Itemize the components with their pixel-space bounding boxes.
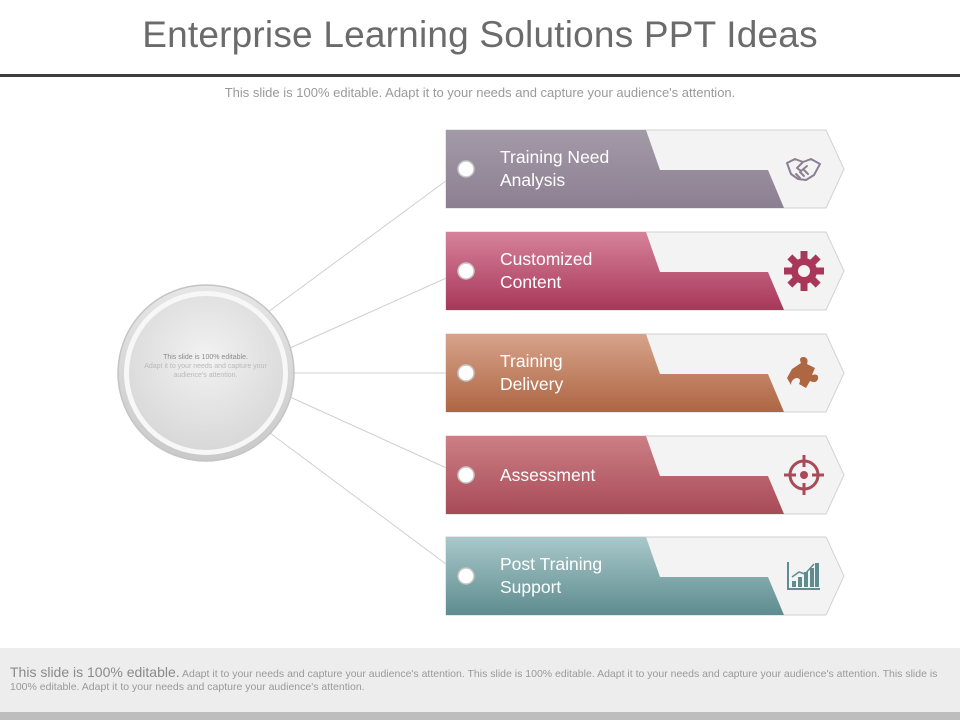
stage-4 <box>445 435 845 515</box>
stage-label-line: Post Training <box>500 554 603 574</box>
stage-1 <box>445 129 845 209</box>
connector-line <box>289 270 463 349</box>
stage-label-line: Delivery <box>500 374 564 394</box>
stage-label-line: Training <box>500 351 563 371</box>
stage-label-line: Content <box>500 272 562 292</box>
stage-label-line: Analysis <box>500 170 566 190</box>
puzzle-icon <box>787 357 819 388</box>
stage-bullet <box>457 364 475 382</box>
stage-bullet <box>457 262 475 280</box>
stage-2 <box>445 231 845 311</box>
bottom-bar <box>0 712 960 720</box>
center-circle-text: This slide is 100% editable. Adapt it to… <box>143 353 268 380</box>
stage-label: Assessment <box>500 464 650 487</box>
connector-line <box>267 168 463 313</box>
center-text-lead: This slide is 100% editable. <box>163 354 248 361</box>
stage-color-band <box>446 130 784 208</box>
connector-line <box>289 396 463 476</box>
stage-3 <box>445 333 845 413</box>
footer-body: Adapt it to your needs and capture your … <box>10 668 938 693</box>
slide-subtitle: This slide is 100% editable. Adapt it to… <box>224 85 736 100</box>
stage-bullet <box>457 466 475 484</box>
gear-icon <box>784 251 824 291</box>
center-circle <box>117 284 295 462</box>
title-divider <box>0 74 960 77</box>
connector-lines <box>267 168 463 577</box>
slide-title: Enterprise Learning Solutions PPT Ideas <box>142 14 818 55</box>
footer-text: This slide is 100% editable. Adapt it to… <box>10 664 940 694</box>
stage-bullet <box>457 567 475 585</box>
stage-label-line: Training Need <box>500 147 610 167</box>
stage-color-band <box>446 537 784 615</box>
stage-color-band <box>446 436 784 514</box>
handshake-icon <box>786 158 821 181</box>
stage-color-band <box>446 232 784 310</box>
stage-bullet <box>457 160 475 178</box>
bar-chart-icon <box>787 562 820 590</box>
stage-label-line: Customized <box>500 249 593 269</box>
stage-color-band <box>446 334 784 412</box>
footer-lead: This slide is 100% editable. <box>10 664 180 680</box>
stage-label-line: Support <box>500 577 562 597</box>
center-text-body: Adapt it to your needs and capture your … <box>144 363 267 379</box>
footer-panel: This slide is 100% editable. Adapt it to… <box>0 648 960 712</box>
stage-5 <box>445 536 845 616</box>
target-icon <box>784 455 824 495</box>
stage-label-line: Assessment <box>500 464 596 485</box>
connector-line <box>269 432 463 577</box>
